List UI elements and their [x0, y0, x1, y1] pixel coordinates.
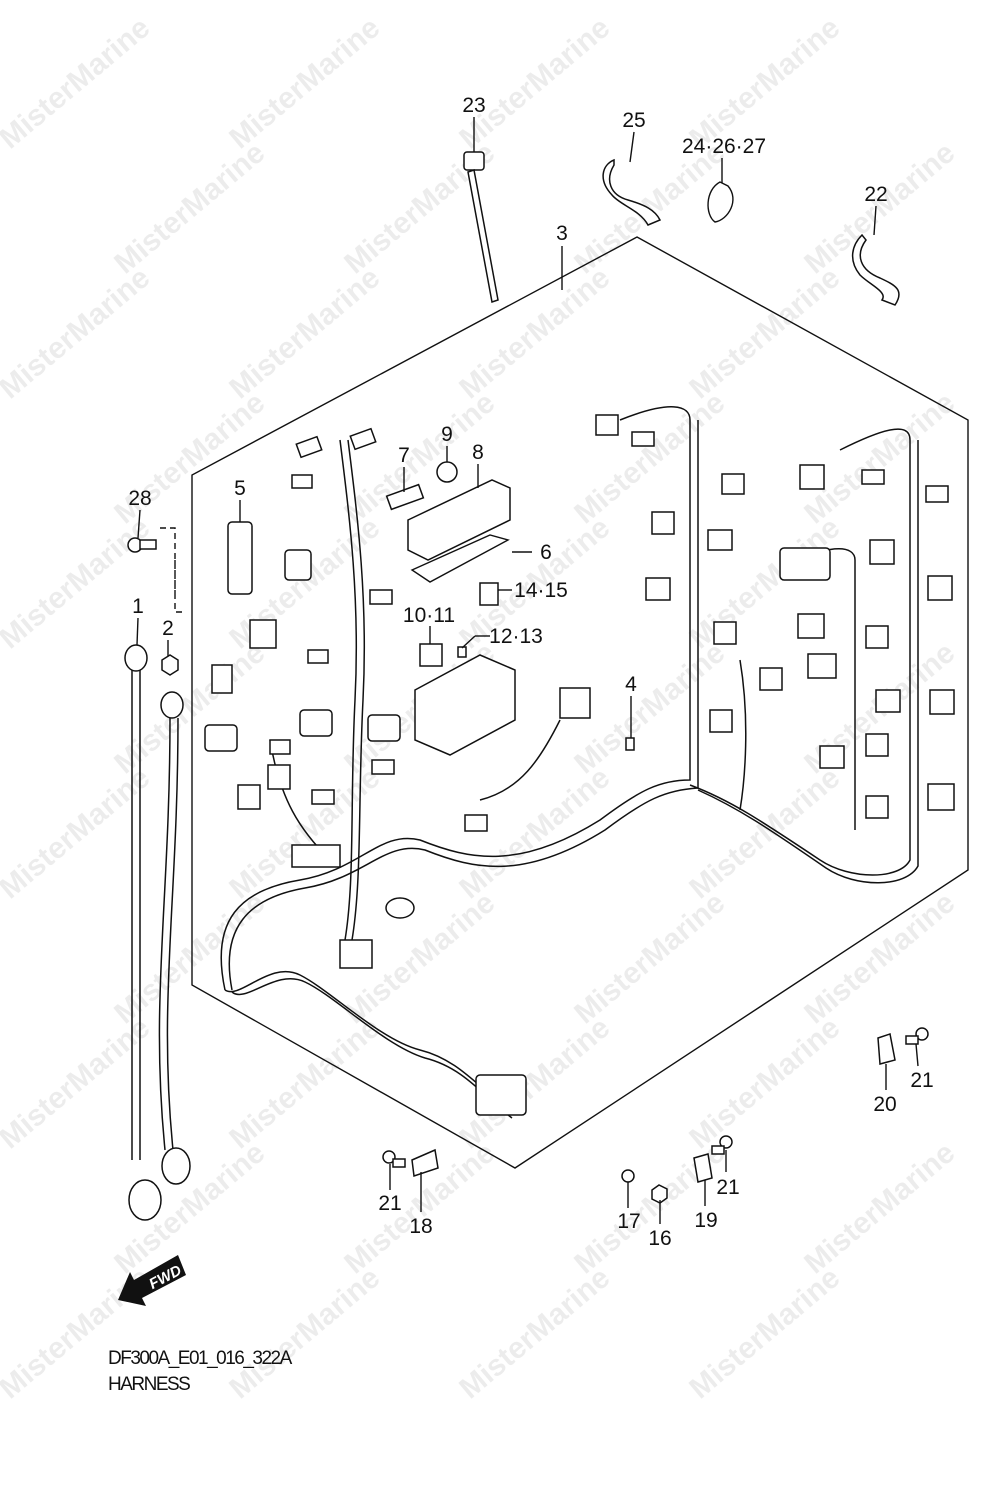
- clamp-25: [602, 158, 662, 226]
- watermark-text: MisterMarine: [568, 386, 731, 530]
- washer-17: [621, 1169, 635, 1183]
- watermark-text: MisterMarine: [453, 11, 616, 155]
- relay-10-11: [419, 643, 443, 667]
- callout-28: 28: [128, 487, 151, 510]
- nut-16: [651, 1184, 668, 1204]
- fuse-14-15: [479, 582, 499, 606]
- callout-21-center: 21: [716, 1176, 739, 1199]
- callout-6: 6: [540, 541, 552, 564]
- watermark-text: MisterMarine: [0, 11, 156, 155]
- watermark-text: MisterMarine: [453, 1261, 616, 1405]
- watermark-text: MisterMarine: [568, 886, 731, 1030]
- watermark-text: MisterMarine: [683, 11, 846, 155]
- leader-28: [160, 527, 185, 613]
- watermark-text: MisterMarine: [683, 761, 846, 905]
- callout-17: 17: [617, 1210, 640, 1233]
- fuse-12-13: [457, 646, 467, 658]
- watermark-text: MisterMarine: [798, 1136, 961, 1280]
- grommet-9: [436, 461, 458, 483]
- callout-3: 3: [556, 222, 568, 245]
- watermark-text: MisterMarine: [798, 136, 961, 280]
- callout-5: 5: [234, 477, 246, 500]
- callout-10-11: 10·11: [403, 604, 455, 627]
- bolt-28: [127, 537, 157, 553]
- clamp-22: [851, 233, 900, 306]
- watermark-text: MisterMarine: [223, 11, 386, 155]
- fuse-box-8: [407, 479, 511, 561]
- callout-19: 19: [694, 1209, 717, 1232]
- watermark-text: MisterMarine: [453, 261, 616, 405]
- watermark-text: MisterMarine: [223, 1261, 386, 1405]
- watermark-text: MisterMarine: [683, 1261, 846, 1405]
- watermark-text: MisterMarine: [223, 1011, 386, 1155]
- watermark-text: MisterMarine: [108, 136, 271, 280]
- watermark-text: MisterMarine: [683, 1011, 846, 1155]
- callout-25: 25: [622, 109, 645, 132]
- callout-1: 1: [132, 595, 144, 618]
- callout-23: 23: [462, 94, 485, 117]
- fuse-holder-5: [227, 521, 253, 595]
- callout-4: 4: [625, 673, 637, 696]
- nut-2: [161, 654, 179, 676]
- gasket-6: [410, 534, 510, 583]
- battery-cable-1: [124, 644, 162, 1221]
- diagram-code: DF300A_E01_016_322A: [108, 1348, 292, 1369]
- relay-box: [414, 654, 516, 756]
- bracket-20: [877, 1033, 896, 1065]
- watermark-text: MisterMarine: [223, 761, 386, 905]
- watermark-text: MisterMarine: [0, 511, 156, 655]
- harness-assembly-outline: [191, 236, 969, 1169]
- tie-strap-23: [463, 151, 499, 303]
- callout-21-right: 21: [910, 1069, 933, 1092]
- diagram-title: HARNESS: [108, 1374, 191, 1395]
- watermark-text: MisterMarine: [683, 261, 846, 405]
- callout-7: 7: [398, 444, 410, 467]
- callout-16: 16: [648, 1227, 671, 1250]
- battery-cable-2: [158, 691, 191, 1185]
- watermark-text: MisterMarine: [0, 1011, 156, 1155]
- watermark-text: MisterMarine: [0, 261, 156, 405]
- callout-12-13: 12·13: [489, 625, 543, 648]
- watermark-text: MisterMarine: [798, 886, 961, 1030]
- wiring-harness: [220, 406, 919, 1119]
- callout-8: 8: [472, 441, 484, 464]
- callout-24-26-27: 24·26·27: [682, 135, 766, 158]
- watermark-text: MisterMarine: [0, 761, 156, 905]
- callout-2: 2: [162, 617, 174, 640]
- clip-24-26-27: [707, 181, 734, 223]
- callout-14-15: 14·15: [514, 579, 568, 602]
- watermark-text: MisterMarine: [453, 761, 616, 905]
- leader-lines: [136, 117, 919, 1224]
- watermark-text: MisterMarine: [798, 386, 961, 530]
- callout-labels: 23 25 24·26·27 22 3 9 8 7 5 28 6 14·15 1…: [128, 94, 933, 1250]
- bolt-21-right: [905, 1027, 929, 1045]
- callout-22: 22: [864, 183, 887, 206]
- watermark-text: MisterMarine: [568, 636, 731, 780]
- bolt-21-left: [382, 1150, 406, 1168]
- bracket-19: [693, 1153, 713, 1183]
- bracket-18: [411, 1148, 439, 1178]
- fuse-4: [625, 737, 635, 751]
- clip-7: [385, 483, 425, 511]
- callout-18: 18: [409, 1215, 432, 1238]
- callout-20: 20: [873, 1093, 896, 1116]
- callout-9: 9: [441, 423, 453, 446]
- connectors: [204, 414, 955, 1116]
- callout-21-left: 21: [378, 1192, 401, 1215]
- bolt-21-center: [711, 1135, 733, 1155]
